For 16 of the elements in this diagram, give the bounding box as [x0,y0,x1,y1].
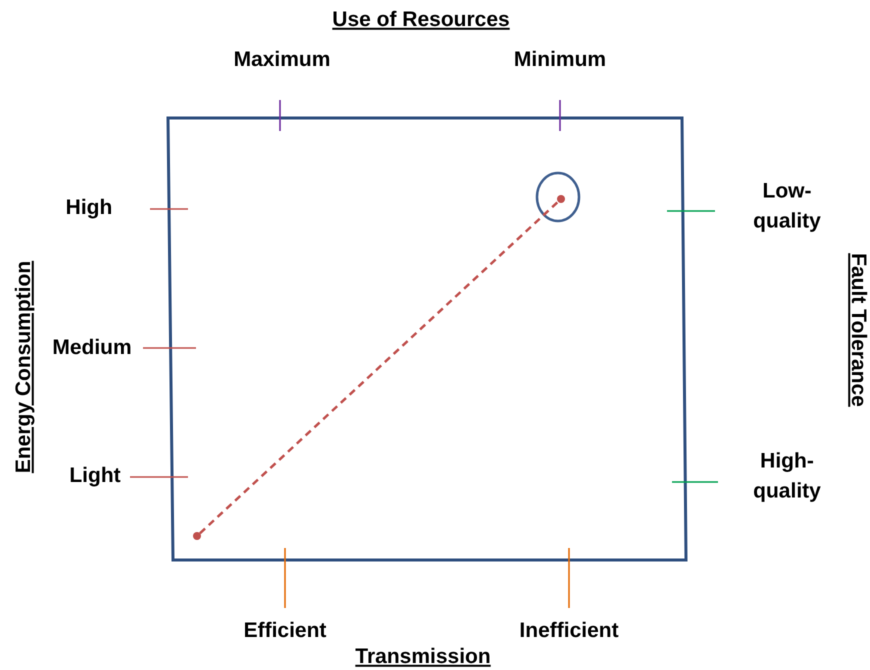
tick-label: Low- quality [753,178,821,235]
axis-title: Fault Tolerance [846,253,870,407]
axis-title: Energy Consumption [10,260,36,474]
tick-label: Minimum [514,46,606,73]
tick-label: Light [69,462,121,489]
tick-label: Inefficient [519,618,619,644]
axis-title: Use of Resources [332,6,510,33]
tick-label: Medium [52,334,132,361]
connector-line [199,200,559,534]
dot-marker [557,195,565,203]
tick-label: High [66,194,112,221]
axis-title: Transmission [355,644,491,670]
tick-label: Maximum [234,46,330,73]
tick-label: High- quality [753,448,821,505]
dot-marker [193,532,201,540]
tick-label: Efficient [244,618,326,644]
